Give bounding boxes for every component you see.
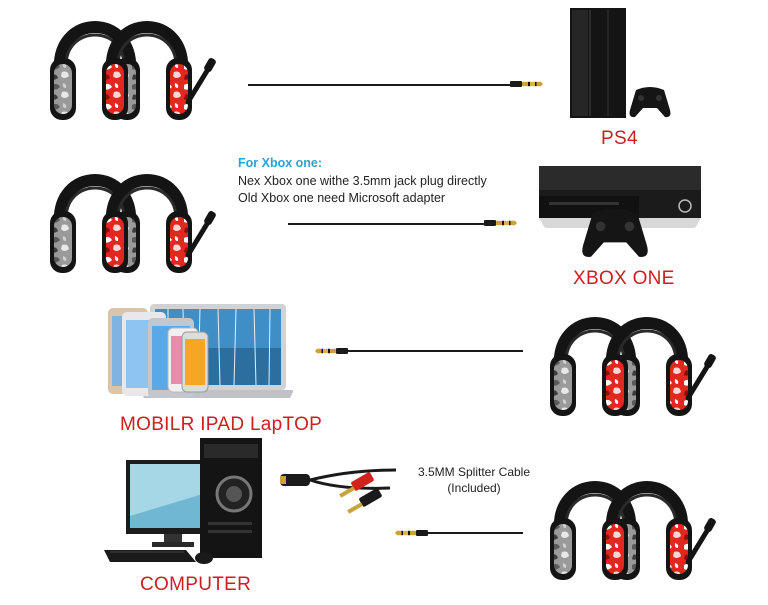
audio-cable-row4 xyxy=(427,532,523,534)
device-label-mobile-ipad-laptop: MOBILR IPAD LapTOP xyxy=(120,414,323,435)
xbox-console-icon xyxy=(535,166,705,262)
desktop-computer-icon xyxy=(104,438,274,570)
ps4-console-icon xyxy=(568,8,688,123)
xbox-note-title: For Xbox one: xyxy=(238,156,323,170)
headset-pair-row3 xyxy=(550,298,720,423)
audio-cable-row1 xyxy=(248,84,512,86)
device-label-ps4: PS4 xyxy=(601,128,638,149)
audio-jack-icon xyxy=(510,79,546,89)
splitter-note-line-2: (Included) xyxy=(447,481,501,495)
headset-icon xyxy=(550,298,720,423)
splitter-cable-icon xyxy=(280,448,415,524)
device-label-computer: COMPUTER xyxy=(140,574,252,595)
audio-jack-icon xyxy=(312,346,348,356)
headset-pair-row1 xyxy=(50,2,220,127)
headset-icon xyxy=(50,155,220,280)
audio-jack-icon xyxy=(392,528,428,538)
splitter-note-line-1: 3.5MM Splitter Cable xyxy=(417,465,531,479)
headset-icon xyxy=(550,462,720,587)
splitter-note: 3.5MM Splitter Cable (Included) xyxy=(414,464,534,496)
headset-pair-row2 xyxy=(50,155,220,280)
headset-pair-row4 xyxy=(550,462,720,587)
xbox-note-line-2: Old Xbox one need Microsoft adapter xyxy=(238,191,446,205)
xbox-note: For Xbox one: Nex Xbox one withe 3.5mm j… xyxy=(238,156,528,207)
phone-tablet-laptop-icon xyxy=(108,298,293,408)
audio-jack-icon xyxy=(484,218,520,228)
audio-cable-row3 xyxy=(347,350,523,352)
audio-cable-row2 xyxy=(288,223,486,225)
headset-icon xyxy=(50,2,220,127)
device-label-xbox-one: XBOX ONE xyxy=(573,268,675,289)
xbox-note-line-1: Nex Xbox one withe 3.5mm jack plug direc… xyxy=(238,174,487,188)
